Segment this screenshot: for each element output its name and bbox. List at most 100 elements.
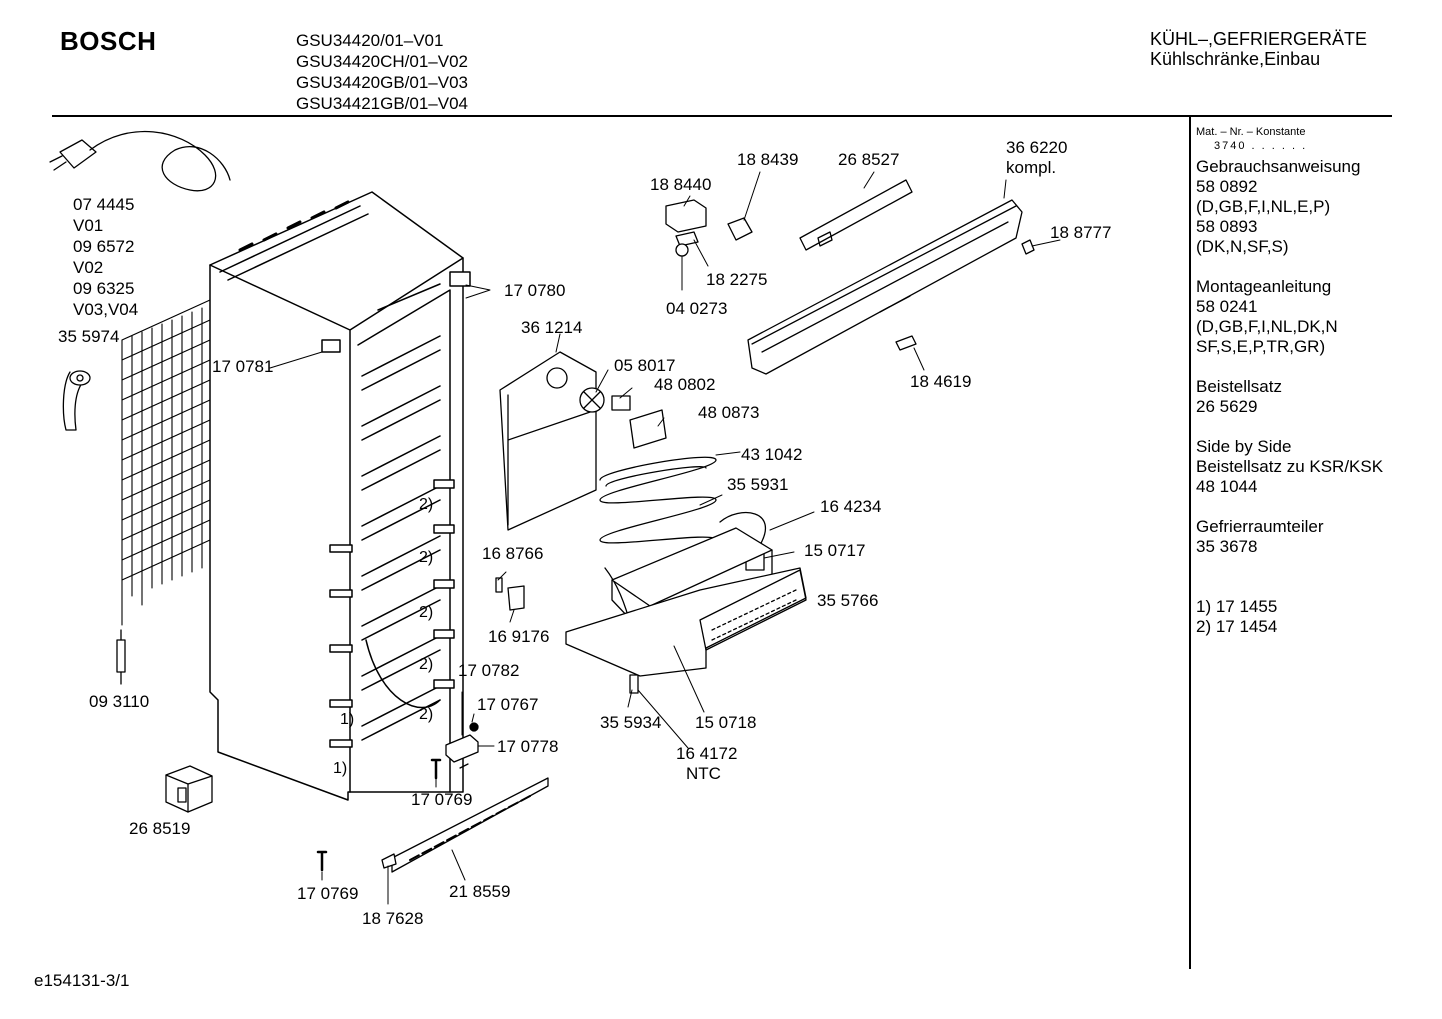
footnote-marker: 2) — [419, 706, 434, 723]
part-number-label: 21 8559 — [449, 882, 511, 901]
part-number-label: 35 5766 — [817, 591, 879, 610]
part-number-label: 26 8527 — [838, 150, 900, 169]
part-number-label: 48 0802 — [654, 375, 716, 394]
sidebar-line: Side by Side — [1196, 437, 1292, 456]
part-number-label: 35 5931 — [727, 475, 789, 494]
sidebar-divider — [1189, 117, 1191, 969]
part-number-label: 16 4172 — [676, 744, 738, 763]
sidebar-line: (DK,N,SF,S) — [1196, 237, 1289, 256]
footnote: 1) 17 1455 — [1196, 597, 1278, 616]
product-category: KÜHL–,GEFRIERGERÄTE Kühlschränke,Einbau — [1150, 29, 1367, 69]
sidebar-line: Beistellsatz — [1196, 377, 1282, 396]
part-number-label: 18 8777 — [1050, 223, 1112, 242]
footnote-marker: 2) — [419, 496, 434, 513]
part-number-label: 04 0273 — [666, 299, 728, 318]
part-complete-label: kompl. — [1006, 158, 1057, 177]
part-number-label: 35 5934 — [600, 713, 662, 732]
part-number-label: 17 0780 — [504, 281, 566, 300]
drawer-drawing — [565, 567, 807, 677]
sidebar-line: SF,S,E,P,TR,GR) — [1196, 337, 1326, 356]
beistellsatz-block: Beistellsatz 26 5629 — [1196, 377, 1440, 417]
part-number-label: 17 0778 — [497, 737, 559, 756]
footnote: 2) 17 1454 — [1196, 617, 1278, 636]
connector-drawing — [116, 629, 126, 685]
gebrauchsanweisung-block: Gebrauchsanweisung 58 0892 (D,GB,F,I,NL,… — [1196, 157, 1440, 257]
part-number-label: 16 4234 — [820, 497, 882, 516]
sidebar-line: 35 3678 — [1196, 537, 1258, 556]
part-number-label: 15 0718 — [695, 713, 757, 732]
part-number-label: 48 0873 — [698, 403, 760, 422]
hinge-parts-drawing — [316, 722, 479, 872]
part-number-label: 18 7628 — [362, 909, 424, 928]
part-number-label: 07 4445 — [73, 195, 135, 214]
part-number-label: 18 2275 — [706, 270, 768, 289]
diagram-code: e154131-3/1 — [34, 971, 130, 990]
cabinet-drawing — [209, 191, 471, 801]
fan-assembly-drawing — [579, 387, 667, 449]
accessory-sidebar: Mat. – Nr. – Konstante 3740 . . . . . . … — [1196, 125, 1440, 637]
part-number-label: 17 0781 — [212, 357, 274, 376]
header-divider — [52, 115, 1392, 117]
footnotes-block: 1) 17 1455 2) 17 1454 — [1196, 597, 1440, 637]
part-number-label: 35 5974 — [58, 327, 120, 346]
sidebar-line: 58 0892 — [1196, 177, 1258, 196]
part-number-label: 16 8766 — [482, 544, 544, 563]
montageanleitung-block: Montageanleitung 58 0241 (D,GB,F,I,NL,DK… — [1196, 277, 1440, 357]
power-cord-drawing — [49, 130, 231, 192]
control-board-drawing — [799, 179, 913, 251]
model-number: GSU34420GB/01–V03 — [296, 73, 469, 92]
gefrierraumteiler-block: Gefrierraumteiler 35 3678 — [1196, 517, 1440, 557]
kick-plate-drawing — [381, 777, 549, 873]
sidebar-line: Beistellsatz zu KSR/KSK — [1196, 457, 1384, 476]
sidebar-line: Gefrierraumteiler — [1196, 517, 1324, 536]
part-number-label: 16 9176 — [488, 627, 550, 646]
part-number-label: 15 0717 — [804, 541, 866, 560]
sidebar-line: 26 5629 — [1196, 397, 1258, 416]
sidebar-line: Montageanleitung — [1196, 277, 1332, 296]
control-panel-drawing — [747, 199, 1035, 375]
part-number-label: 17 0767 — [477, 695, 539, 714]
part-number-label: 09 6572 — [73, 237, 135, 256]
part-number-label: 09 3110 — [89, 692, 150, 711]
konstante-label: Mat. – Nr. – Konstante — [1196, 126, 1306, 138]
sensor-type-label: NTC — [686, 764, 721, 783]
footnote-marker: 2) — [419, 549, 434, 566]
part-number-label: 17 0769 — [411, 790, 473, 809]
model-list: GSU34420/01–V01 GSU34420CH/01–V02 GSU344… — [296, 30, 468, 114]
part-number-label: 09 6325 — [73, 279, 135, 298]
sidebar-line: 58 0893 — [1196, 217, 1258, 236]
sidebar-line: (D,GB,F,I,NL,E,P) — [1196, 197, 1331, 216]
part-number-label: 36 1214 — [521, 318, 583, 337]
part-number-label: 18 8439 — [737, 150, 799, 169]
footnote-marker: 2) — [419, 656, 434, 673]
part-number-label: 43 1042 — [741, 445, 803, 464]
sidebar-line: Gebrauchsanweisung — [1196, 157, 1361, 176]
model-number: GSU34420/01–V01 — [296, 31, 444, 50]
sidebar-line: (D,GB,F,I,NL,DK,N — [1196, 317, 1338, 336]
footnote-marker: 1) — [333, 760, 348, 777]
air-duct-panel-drawing — [499, 351, 597, 531]
variant-label: V03,V04 — [73, 300, 139, 319]
drain-tube-drawing — [62, 370, 91, 431]
part-number-label: 17 0782 — [458, 661, 520, 680]
footnote-marker: 2) — [419, 604, 434, 621]
leader-lines — [269, 171, 1061, 905]
footnote-marker: 1) — [340, 711, 355, 728]
sidebar-line: 58 0241 — [1196, 297, 1258, 316]
part-number-label: 18 4619 — [910, 372, 972, 391]
model-number: GSU34421GB/01–V04 — [296, 94, 469, 113]
part-number-label: 05 8017 — [614, 356, 676, 375]
evaporator-drawing — [599, 456, 717, 544]
electronics-small-parts-drawing — [665, 199, 753, 257]
konstante-value: 3740 . . . . . . — [1214, 140, 1308, 152]
variant-label: V01 — [73, 216, 104, 235]
brand-logo: BOSCH — [60, 26, 157, 56]
condenser-coil-drawing — [121, 299, 211, 626]
category-title: KÜHL–,GEFRIERGERÄTE — [1150, 29, 1368, 49]
part-number-label: 17 0769 — [297, 884, 359, 903]
side-by-side-block: Side by Side Beistellsatz zu KSR/KSK 48 … — [1196, 437, 1440, 497]
sidebar-line: 48 1044 — [1196, 477, 1258, 496]
model-number: GSU34420CH/01–V02 — [296, 52, 469, 71]
variant-label: V02 — [73, 258, 104, 277]
